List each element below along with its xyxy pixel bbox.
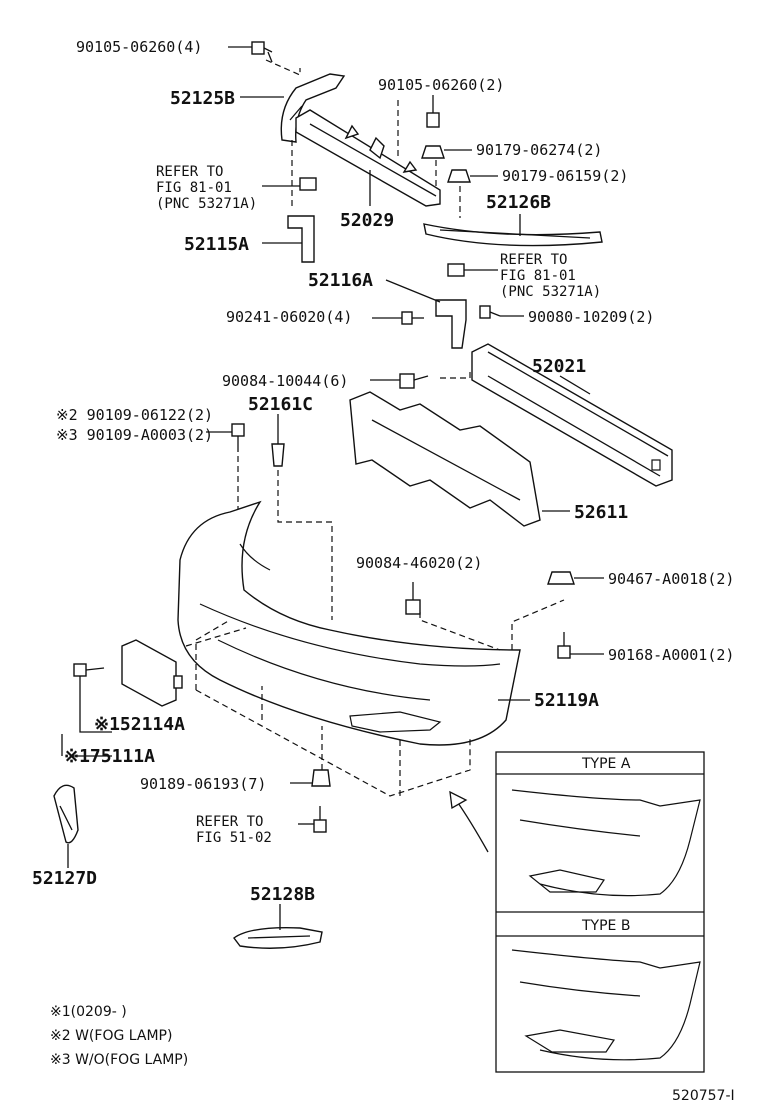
- label-52029: 52029: [340, 210, 394, 231]
- clip-52161c-icon: [271, 443, 285, 467]
- bolt-icon: [399, 373, 429, 389]
- bracket-52115a: [287, 215, 315, 263]
- license-bracket-52114a: [121, 639, 183, 707]
- clip-icon: [447, 263, 465, 277]
- figure-id: 520757-I: [672, 1088, 735, 1104]
- bumper-reinforcement-52021: [471, 343, 673, 487]
- note-2: ※2 W(FOG LAMP): [50, 1028, 172, 1044]
- label-90168-a0001: 90168-A0001(2): [608, 646, 734, 664]
- label-90080-10209: 90080-10209(2): [528, 308, 654, 326]
- label-90084-10044: 90084-10044(6): [222, 372, 348, 390]
- clip-icon: [447, 169, 471, 183]
- bolt-icon: [479, 305, 501, 319]
- bolt-icon: [251, 41, 273, 63]
- label-90105-06260-4: 90105-06260(4): [76, 38, 202, 56]
- ref-left-line1: REFER TO: [156, 164, 223, 180]
- clip-icon: [547, 571, 575, 585]
- bolt-icon: [426, 104, 440, 128]
- ref-bottom-line1: REFER TO: [196, 814, 263, 830]
- label-75111a: ※175111A: [64, 746, 155, 767]
- label-52128b: 52128B: [250, 884, 315, 905]
- screw-icon: [231, 423, 245, 452]
- label-90105-06260-2: 90105-06260(2): [378, 76, 504, 94]
- energy-absorber-52611: [349, 391, 541, 527]
- bolt-icon: [401, 311, 424, 325]
- ref-left-line2: FIG 81-01: [156, 180, 232, 196]
- note-3: ※3 W/O(FOG LAMP): [50, 1052, 188, 1068]
- label-52115a: 52115A: [184, 234, 249, 255]
- screw-icon: [313, 806, 327, 833]
- label-52119a: 52119A: [534, 690, 599, 711]
- ref-right-line1: REFER TO: [500, 252, 567, 268]
- screw-icon: [557, 632, 571, 659]
- label-90241-06020: 90241-06020(4): [226, 308, 352, 326]
- label-52161c: 52161C: [248, 394, 313, 415]
- label-52611: 52611: [574, 502, 628, 523]
- side-retainer-52126b: [423, 223, 603, 247]
- inset-type-a: TYPE A: [581, 756, 631, 772]
- type-inset: [495, 751, 705, 1073]
- side-molding-52127d: [53, 784, 79, 844]
- label-90084-46020: 90084-46020(2): [356, 554, 482, 572]
- label-90179-06274: 90179-06274(2): [476, 141, 602, 159]
- label-52127d: 52127D: [32, 868, 97, 889]
- note-1: ※1(0209- ): [50, 1004, 127, 1020]
- bumper-cover-52119a: [177, 500, 521, 746]
- bracket-52116a: [435, 299, 467, 349]
- clip-icon: [299, 177, 317, 191]
- label-90109-06122: ※2 90109-06122(2): [56, 406, 213, 424]
- label-90109-a0003: ※3 90109-A0003(2): [56, 426, 213, 444]
- inset-type-b: TYPE B: [581, 918, 630, 934]
- clip-icon: [405, 599, 421, 615]
- clip-icon: [311, 769, 331, 787]
- label-52116a: 52116A: [308, 270, 373, 291]
- ref-left-line3: (PNC 53271A): [156, 196, 257, 212]
- label-52114a: ※152114A: [94, 714, 185, 735]
- label-90467-a0018: 90467-A0018(2): [608, 570, 734, 588]
- ref-right-line2: FIG 81-01: [500, 268, 576, 284]
- clip-icon: [421, 145, 445, 159]
- type-b-bumper: [511, 949, 701, 1061]
- label-90179-06159: 90179-06159(2): [502, 167, 628, 185]
- screw-icon: [73, 663, 105, 677]
- label-90189-06193: 90189-06193(7): [140, 775, 266, 793]
- label-52021: 52021: [532, 356, 586, 377]
- fog-cover-52128b: [233, 927, 323, 949]
- ref-bottom-line2: FIG 51-02: [196, 830, 272, 846]
- type-a-bumper: [511, 789, 701, 897]
- upper-retainer-52029: [295, 109, 441, 207]
- ref-right-line3: (PNC 53271A): [500, 284, 601, 300]
- label-52125b: 52125B: [170, 88, 235, 109]
- label-52126b: 52126B: [486, 192, 551, 213]
